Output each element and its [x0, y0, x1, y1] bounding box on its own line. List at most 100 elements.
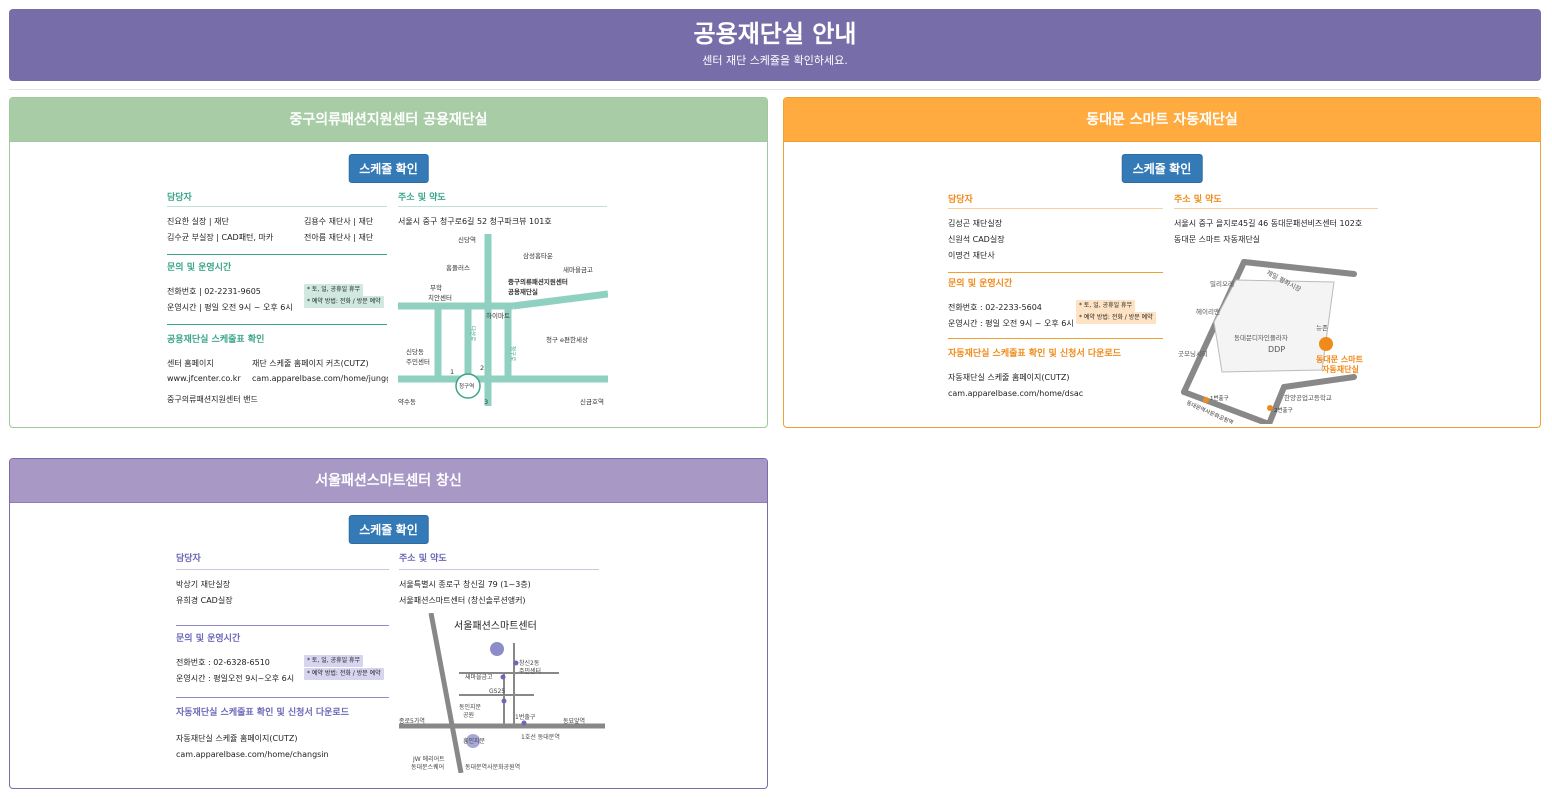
address-heading: 주소 및 약도 [1174, 195, 1222, 205]
map-label: 신금호역 [580, 397, 604, 406]
map-label: 하이마트 [486, 311, 510, 320]
map-label: 동대문역사문화공원역 [465, 763, 520, 771]
map-label: 한양공업고등학교 [1284, 393, 1332, 402]
map-label: 공원 [463, 711, 474, 719]
map-label: 자동재단실 [1322, 364, 1359, 374]
map-label: 1 [450, 368, 454, 376]
site-url: cam.apparelbase.com/home/changsin [176, 750, 329, 759]
map-label: 종로5가역 [399, 717, 425, 725]
rule [948, 272, 1163, 273]
inquiry-heading: 문의 및 운영시간 [167, 263, 232, 273]
note: * 예약 방법: 전화 / 방문 예약 [304, 296, 384, 308]
map-label: 굿모닝시티 [1178, 349, 1208, 358]
map-label: 1번출구 [515, 713, 536, 721]
phone: 전화번호 : 02-2233-5604 [948, 303, 1042, 312]
panel-title: 동대문 스마트 자동재단실 [784, 98, 1540, 142]
address: 서울시 중구 청구로6길 52 청구파크뷰 101호 [398, 217, 552, 226]
phone: 전화번호 : 02-6328-6510 [176, 658, 270, 667]
map-label: 3 [484, 398, 488, 406]
map-label: 청구로 [509, 346, 516, 361]
contact-line: 유희경 CAD실장 [176, 596, 233, 605]
map-label: 2번출구 [1274, 406, 1293, 414]
rule [176, 625, 389, 626]
rule [948, 338, 1163, 339]
panel-changsin: 서울패션스마트센터 창신 스케쥴 확인 담당자 박상기 재단실장 유희경 CAD… [9, 458, 768, 789]
map-ddp: 밀리오레 제일 평화시장 헤이리맨 굿모닝시티 동대문디자인플라자 DDP 뉴존… [1178, 259, 1364, 424]
map-label: 신당동 [406, 347, 424, 356]
info-card: 담당자 박상기 재단실장 유희경 CAD실장 문의 및 운영시간 전화번호 : … [176, 551, 606, 787]
map-label: 치안센터 [428, 293, 452, 302]
map-label: 뉴존 [1316, 324, 1328, 332]
contact-line: 진요한 실장 | 재단 [167, 217, 229, 226]
page-title: 공용재단실 안내 [693, 20, 857, 48]
map-label: 공용재단실 [508, 287, 538, 296]
rule [176, 569, 389, 570]
info-card: 담당자 김성곤 재단실장 신원석 CAD실장 이명건 재단사 문의 및 운영시간… [948, 190, 1380, 427]
contact-line: 신원석 CAD실장 [948, 235, 1005, 244]
inquiry-heading: 문의 및 운영시간 [948, 279, 1013, 289]
map-label: 1번출구 [1210, 394, 1229, 402]
map-label: 삼성홈타운 [523, 251, 553, 260]
site-label: 센터 홈페이지 [167, 359, 214, 368]
divider [9, 89, 1541, 90]
map-label: 청구 e편한세상 [546, 335, 588, 344]
map-label: 헤이리맨 [1196, 307, 1220, 316]
contact-line: 전아름 재단사 | 재단 [304, 233, 374, 242]
cutz-label: 재단 스케줄 홈페이지 커츠(CUTZ) [252, 359, 369, 368]
contact-line: 김성곤 재단실장 [948, 219, 1003, 228]
note: * 토, 일, 공휴일 휴무 [304, 284, 364, 296]
map-label: GS25 [489, 688, 505, 695]
map-label: 밀리오레 [1210, 279, 1234, 288]
map-label: 1호선 동대문역 [521, 733, 560, 741]
schedule-heading: 자동재단실 스케줄표 확인 및 신청서 다운로드 [948, 349, 1121, 359]
map-label: 서울패션스마트센터 [454, 620, 537, 632]
info-card: 담당자 진요한 실장 | 재단 김용수 재단사 | 재단 김수균 부실장 | C… [167, 190, 608, 426]
schedule-button[interactable]: 스케쥴 확인 [348, 515, 429, 544]
schedule-heading: 공용재단실 스케줄표 확인 [167, 335, 265, 345]
map-label: 흥인지문 [463, 737, 486, 745]
contact-line: 김수균 부실장 | CAD패턴, 마카 [167, 233, 274, 242]
note: * 토, 일, 공휴일 휴무 [304, 655, 364, 667]
map-label: 약수동 [398, 397, 416, 406]
hours: 운영시간 | 평일 오전 9시 ~ 오후 6시 [167, 303, 293, 312]
panel-junggu: 중구의류패션지원센터 공용재단실 스케쥴 확인 담당자 진요한 실장 | 재단 … [9, 97, 768, 428]
address-sub: 서울패션스마트센터 (창신솔루션앵커) [399, 596, 526, 605]
map-label: 청구역 [459, 382, 474, 390]
address: 서울특별시 종로구 창신길 79 (1~3층) [399, 580, 531, 589]
note: * 예약 방법: 전화 / 방문 예약 [1076, 312, 1156, 324]
contact-heading: 담당자 [167, 193, 192, 203]
site-url: cam.apparelbase.com/home/dsac [948, 389, 1084, 398]
panel-ddp: 동대문 스마트 자동재단실 스케쥴 확인 담당자 김성곤 재단실장 신원석 CA… [783, 97, 1541, 428]
schedule-button[interactable]: 스케쥴 확인 [1121, 154, 1203, 183]
note: * 토, 일, 공휴일 휴무 [1076, 300, 1136, 312]
map-label: 새마을금고 [563, 265, 593, 274]
note: * 예약 방법: 전화 / 방문 예약 [304, 668, 384, 680]
page-header: 공용재단실 안내 센터 재단 스케쥴을 확인하세요. [9, 9, 1541, 81]
band-label: 중구의류패션지원센터 밴드 [167, 395, 258, 404]
inquiry-heading: 문의 및 운영시간 [176, 634, 241, 644]
map-junggu: 신당역 삼성홈타운 새마을금고 홈플러스 무학 치안센터 중구의류패션지원센터 … [398, 234, 608, 406]
contact-heading: 담당자 [948, 195, 973, 205]
rule [176, 697, 389, 698]
rule [167, 254, 387, 255]
hours: 운영시간 : 평일오전 9시~오후 6시 [176, 674, 295, 683]
rule [167, 206, 387, 207]
panel-title: 중구의류패션지원센터 공용재단실 [10, 98, 767, 142]
map-label: 창신2동 [519, 659, 540, 667]
map-label: JW 메리어트 [412, 755, 445, 763]
rule [948, 208, 1163, 209]
map-changsin: 서울패션스마트센터 창신2동 주민센터 새마을금고 GS25 동인지문 공원 1… [399, 613, 605, 773]
map-label: 동대문디자인플라자 [1234, 333, 1288, 342]
map-label: 동대문 스마트 [1316, 354, 1364, 364]
contact-heading: 담당자 [176, 554, 201, 564]
map-label: 2 [480, 364, 484, 372]
cutz-url: cam.apparelbase.com/home/junggu [252, 374, 388, 383]
schedule-button[interactable]: 스케쥴 확인 [348, 154, 429, 183]
address-heading: 주소 및 약도 [399, 554, 447, 564]
map-label: 주민센터 [519, 667, 541, 675]
map-label: 신당역 [458, 235, 476, 244]
map-label: 무학 [430, 283, 442, 292]
map-label: 동묘앞역 [563, 717, 585, 725]
panel-title: 서울패션스마트센터 창신 [10, 459, 767, 503]
hours: 운영시간 : 평일 오전 9시 ~ 오후 6시 [948, 319, 1074, 328]
